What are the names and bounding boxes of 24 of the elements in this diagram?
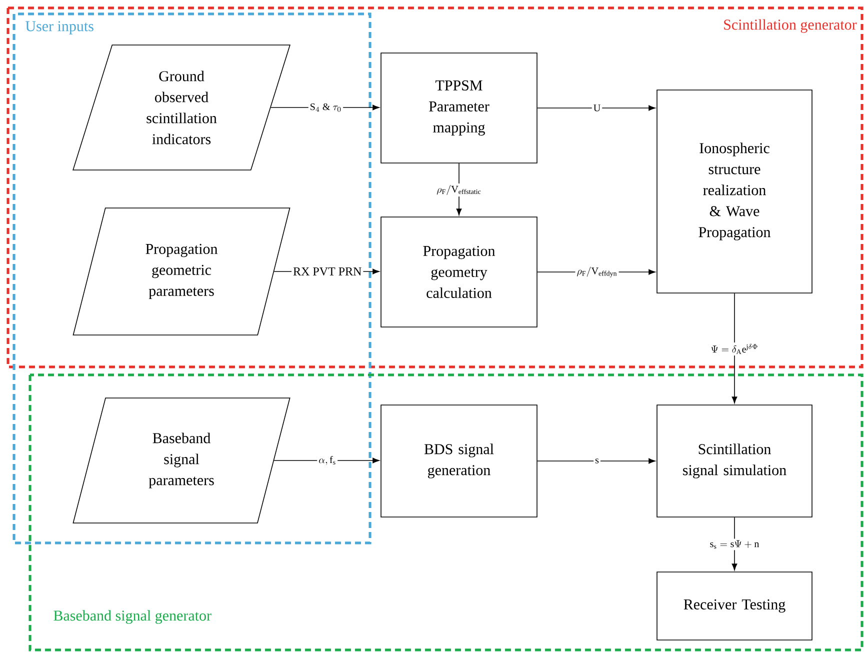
edge-label: $\alpha,\mathrm{f}_{\mathrm{s}}$ bbox=[317, 454, 338, 466]
group-title: Baseband signal generator bbox=[54, 610, 212, 624]
process-box: Propagation geometry calculation bbox=[380, 216, 538, 328]
process-box: TPPSM Parameter mapping bbox=[380, 52, 538, 164]
input-parallelogram: Propagation geometric parameters bbox=[72, 208, 290, 336]
edge-label: s bbox=[594, 457, 600, 465]
edge-label: $\mathrm{S}_4\ \&\ \tau_0$ bbox=[308, 102, 344, 114]
edge-label: U bbox=[592, 103, 602, 113]
process-box: Ionospheric structure realization & Wave Propagation bbox=[656, 90, 812, 294]
edge-label: $\rho_{\mathrm{F}}/\mathrm{V}_{\mathrm{effstatic}}$ bbox=[435, 183, 483, 196]
input-parallelogram: Baseband signal parameters bbox=[72, 398, 290, 524]
edge-label: $\Psi=\delta_{\mathrm{A}}\mathrm{e}^{\mathrm{j}\delta\Phi}$ bbox=[709, 342, 760, 356]
group-title: Scintillation generator bbox=[724, 19, 857, 33]
input-parallelogram: Ground observed scintillation indicators bbox=[72, 44, 290, 170]
edge-label: $\rho_{\mathrm{F}}/\mathrm{V}_{\mathrm{effdyn}}$ bbox=[575, 265, 619, 279]
process-box: Scintillation signal simulation bbox=[656, 404, 812, 518]
process-box: Receiver Testing bbox=[656, 572, 812, 640]
group-title: User inputs bbox=[26, 21, 94, 34]
arrow bbox=[537, 105, 656, 111]
arrow bbox=[537, 458, 656, 464]
process-box: BDS signal generation bbox=[380, 404, 538, 518]
arrow bbox=[274, 458, 380, 464]
edge-label: RX PVT PRN bbox=[292, 266, 364, 277]
edge-label: $\mathrm{s}_{\mathrm{s}}=\mathrm{s}\Psi+\mathrm{n}$ bbox=[708, 538, 761, 550]
